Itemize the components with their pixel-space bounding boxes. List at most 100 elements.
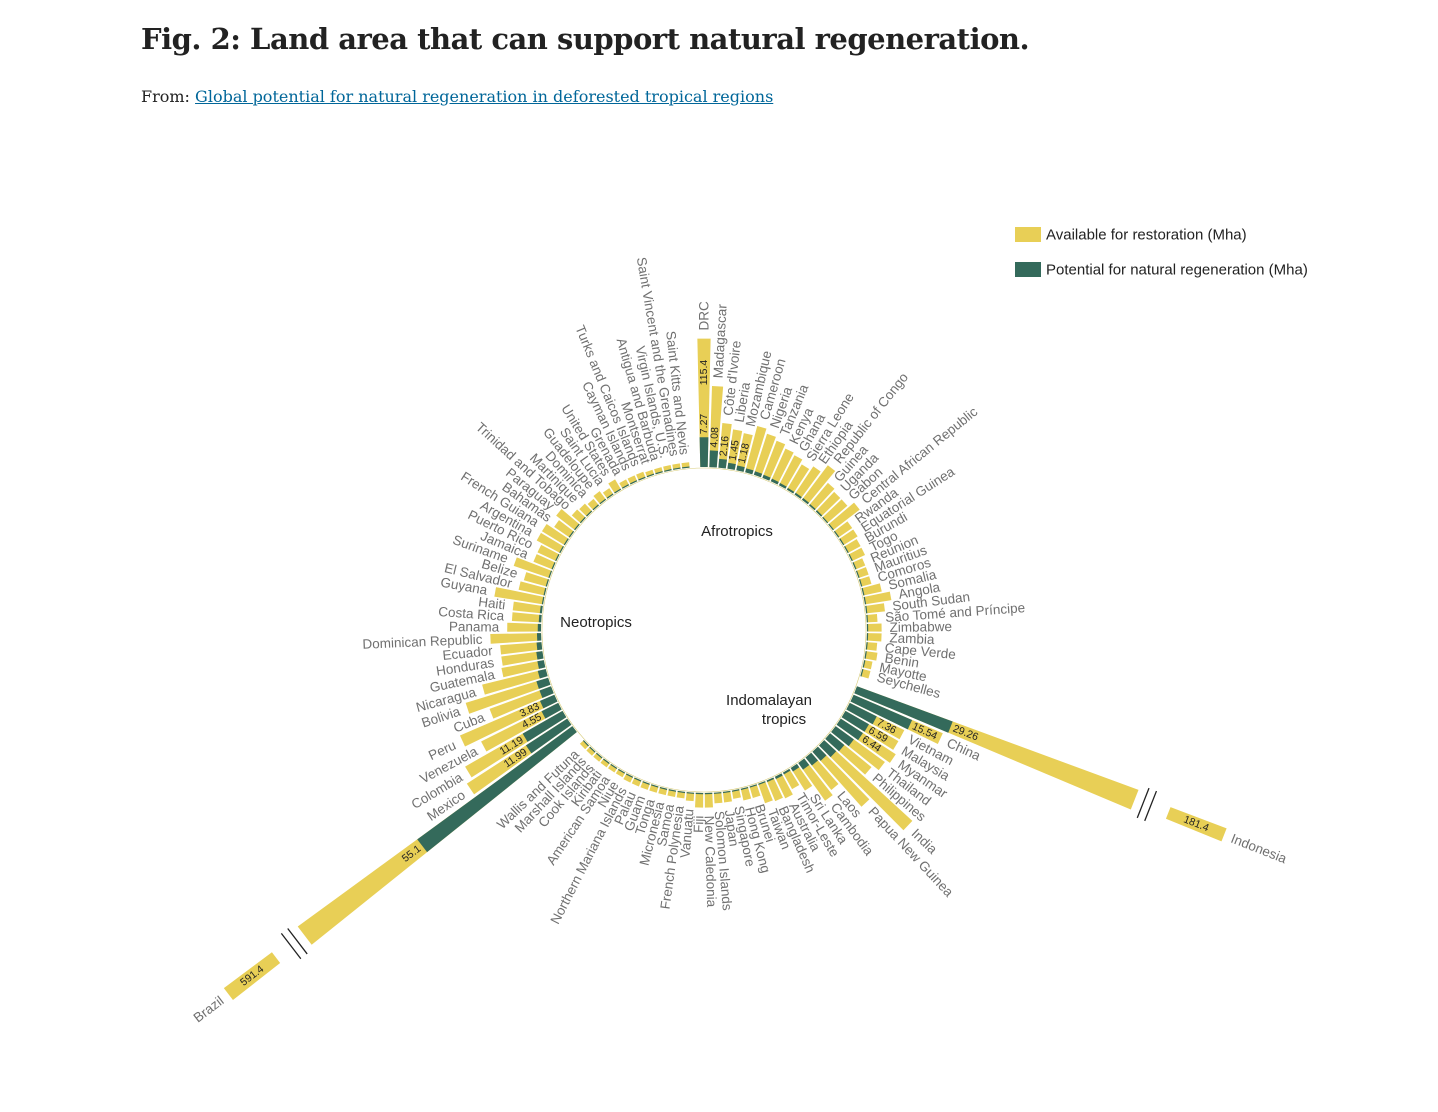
available-bar-taiwan bbox=[758, 781, 773, 804]
center-ring bbox=[541, 467, 867, 793]
potential-bar-kenya bbox=[770, 478, 779, 485]
potential-bar-honduras bbox=[536, 651, 544, 660]
potential-bar-australia bbox=[774, 773, 783, 780]
potential-bar-singapore bbox=[731, 789, 740, 792]
potential-bar-mauritius bbox=[855, 570, 860, 578]
bar-laos bbox=[805, 752, 839, 790]
potential-bar-comoros bbox=[858, 579, 863, 587]
chart-bars: 115.47.274.082.161.451.18181.429.2615.54… bbox=[223, 338, 1227, 1001]
available-bar-gabon bbox=[822, 499, 848, 524]
potential-bar-thailand bbox=[831, 726, 854, 747]
available-bar-belize bbox=[523, 572, 550, 587]
potential-bar-peru bbox=[539, 694, 558, 709]
bar-haiti bbox=[512, 601, 543, 614]
bar-guinea bbox=[809, 482, 835, 511]
potential-bar-cuba bbox=[539, 686, 554, 698]
available-bar-timor-leste bbox=[782, 768, 800, 790]
available-bar-haiti bbox=[512, 601, 543, 614]
bar-jamaica bbox=[533, 554, 556, 570]
available-bar-angola bbox=[863, 591, 892, 605]
bar-guadeloupe bbox=[593, 491, 607, 505]
available-bar-ethiopia bbox=[794, 466, 821, 499]
available-bar-togo bbox=[848, 547, 866, 562]
potential-bar-northern-mariana-islands bbox=[625, 773, 634, 778]
potential-bar-japan bbox=[722, 790, 731, 794]
potential-bar-drc bbox=[699, 437, 709, 468]
bar-brunei bbox=[749, 784, 761, 798]
bar-seychelles bbox=[860, 668, 871, 679]
country-label-cape-verde: Cape Verde bbox=[884, 640, 956, 662]
potential-bar-micronesia bbox=[659, 786, 668, 790]
potential-bar-bahamas bbox=[568, 530, 575, 538]
potential-bar-bolivia bbox=[536, 677, 551, 689]
available-bar-mozambique bbox=[736, 433, 753, 472]
bar-burundi bbox=[844, 539, 861, 554]
potential-bar-suriname bbox=[548, 570, 553, 578]
available-bar-niue bbox=[615, 768, 626, 778]
available-bar-panama bbox=[507, 622, 542, 632]
bar-grenada bbox=[619, 479, 630, 489]
available-bar-australia bbox=[774, 773, 793, 799]
bar-dominica bbox=[587, 498, 599, 511]
available-bar-argentina bbox=[536, 532, 564, 554]
available-bar-singapore bbox=[731, 789, 741, 799]
potential-bar-venezuela bbox=[541, 702, 562, 719]
country-label-panama: Panama bbox=[449, 619, 500, 635]
bar-comoros bbox=[858, 576, 872, 587]
available-bar-brunei bbox=[749, 784, 761, 798]
bar-solomon-islands bbox=[713, 792, 723, 804]
country-label-haiti: Haiti bbox=[478, 594, 507, 612]
potential-bar-guatemala bbox=[537, 660, 546, 669]
available-bar-ghana bbox=[778, 455, 803, 489]
potential-bar-saint-kitts-and-nevis bbox=[682, 466, 690, 469]
bar-cayman-islands bbox=[627, 475, 638, 485]
bar-guam bbox=[640, 781, 650, 790]
country-label-drc: DRC bbox=[697, 301, 712, 330]
bar-mauritius bbox=[855, 567, 869, 578]
potential-bar-burundi bbox=[844, 545, 849, 554]
potential-bar-republic-of-congo bbox=[801, 498, 810, 505]
bar-samoa bbox=[667, 789, 677, 798]
bar-papua-new-guinea bbox=[812, 746, 870, 807]
potential-bar-liberia bbox=[727, 462, 736, 470]
potential-bar-cape-verde bbox=[865, 642, 868, 650]
available-bar-marshall-islands bbox=[586, 746, 596, 756]
available-bar-peru bbox=[459, 694, 558, 747]
bar-argentina bbox=[536, 532, 564, 554]
potential-label-mozambique: 1.18 bbox=[736, 442, 752, 465]
axis-break-mark bbox=[287, 928, 308, 955]
available-bar-costa-rica bbox=[511, 612, 542, 623]
bar-singapore bbox=[731, 789, 741, 799]
legend-swatch-potential bbox=[1015, 262, 1041, 277]
bar-guyana bbox=[494, 587, 545, 605]
source-article-link[interactable]: Global potential for natural regeneratio… bbox=[195, 87, 774, 106]
potential-bar-guinea bbox=[809, 504, 816, 511]
available-bar-bahamas bbox=[554, 520, 575, 538]
potential-bar-timor-leste bbox=[782, 768, 791, 775]
potential-bar-zimbabwe bbox=[866, 623, 869, 632]
available-bar-cuba bbox=[489, 686, 554, 719]
available-bar-madagascar bbox=[709, 386, 724, 468]
potential-label-liberia: 1.45 bbox=[727, 439, 742, 461]
potential-bar-united-states bbox=[614, 488, 622, 494]
potential-bar-saint-lucia bbox=[606, 493, 614, 499]
potential-bar-tanzania bbox=[762, 474, 771, 481]
country-label-benin: Benin bbox=[884, 650, 920, 670]
bar-mayotte bbox=[862, 660, 873, 670]
available-bar-benin bbox=[864, 651, 878, 661]
bar-saint-lucia bbox=[602, 488, 614, 499]
available-bar-french-guiana bbox=[541, 524, 569, 546]
bar-northern-mariana-islands bbox=[623, 773, 634, 783]
potential-bar-reunion bbox=[852, 562, 857, 570]
available-bar-cape-verde bbox=[865, 642, 878, 651]
available-bar-bangladesh bbox=[766, 777, 783, 802]
bar-french-guiana bbox=[541, 524, 569, 546]
bar-drc: 115.47.27 bbox=[697, 338, 711, 468]
bar-south-sudan bbox=[865, 603, 885, 614]
potential-bar-seychelles bbox=[860, 668, 864, 677]
potential-bar-samoa bbox=[668, 789, 677, 792]
legend-swatch-available bbox=[1015, 227, 1041, 242]
potential-bar-el-salvador bbox=[543, 587, 547, 596]
potential-bar-cote-d-ivoire bbox=[718, 458, 727, 469]
available-bar-tail-indonesia bbox=[1165, 807, 1227, 842]
